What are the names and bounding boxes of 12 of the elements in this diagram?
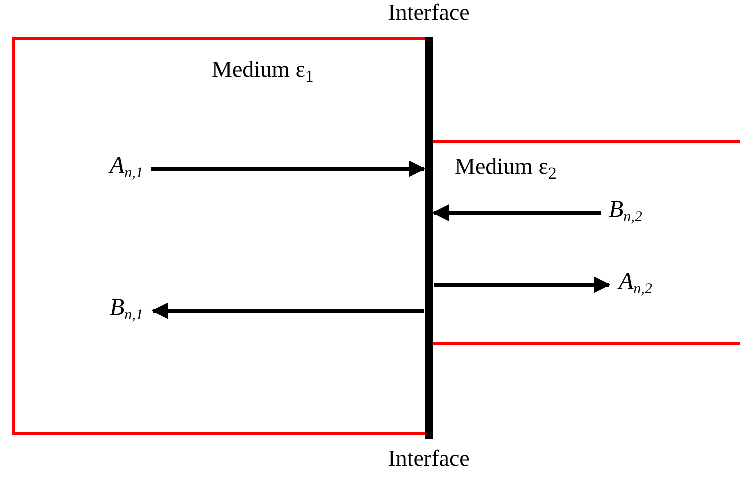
amplitude-label: B$_{n,1}$	[110, 296, 144, 320]
amplitude-label: B$_{n,2}$	[609, 198, 642, 222]
arrow	[152, 302, 424, 320]
interface-label: Interface	[388, 1, 470, 24]
amplitude-label: A$_{n,2}$	[619, 270, 652, 294]
arrow	[434, 276, 611, 294]
medium-label: Medium ε$_{1}$	[212, 58, 314, 81]
interface-label: Interface	[388, 447, 470, 470]
arrow	[151, 160, 426, 178]
arrow	[432, 204, 601, 222]
amplitude-label: A$_{n,1}$	[110, 154, 144, 178]
medium-label: Medium ε$_{2}$	[455, 155, 557, 178]
